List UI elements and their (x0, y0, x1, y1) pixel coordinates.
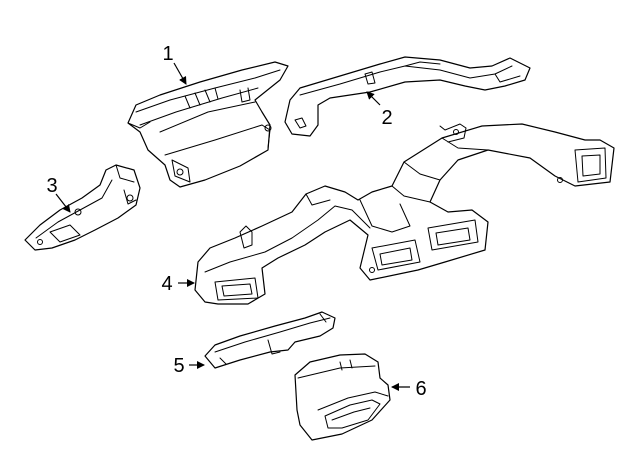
leader-2 (366, 91, 381, 106)
part-6-outlet-vent (294, 353, 391, 441)
callout-label-5: 5 (173, 355, 184, 377)
callout-label-3: 3 (46, 175, 57, 197)
part-3-side-duct (24, 164, 141, 251)
callout-label-1: 1 (162, 43, 173, 65)
callout-label-4: 4 (161, 273, 172, 295)
part-4-main-duct (194, 123, 615, 305)
part-2-side-window-duct (284, 56, 531, 137)
callout-label-2: 2 (381, 107, 392, 129)
leader-1 (173, 62, 187, 85)
part-1-defroster-duct (127, 61, 289, 188)
part-5-floor-duct (204, 311, 336, 369)
callout-label-6: 6 (415, 378, 426, 400)
leader-3 (55, 193, 71, 213)
